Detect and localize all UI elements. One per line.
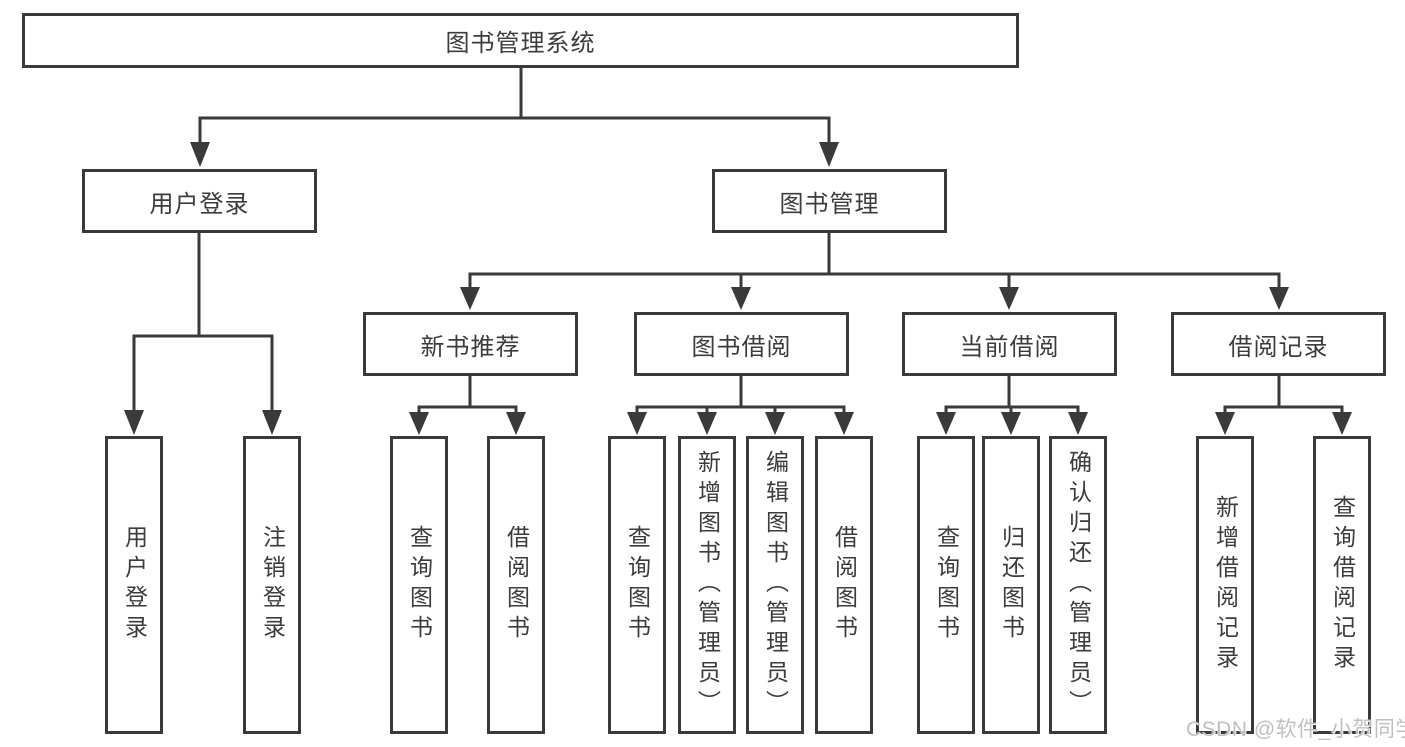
- leaf-add-books-admin: 新增图书（管理员）: [678, 436, 736, 734]
- leaf-query-books: 查询图书: [390, 436, 448, 734]
- leaf-logout: 注销登录: [243, 436, 301, 734]
- leaf-return-books: 归还图书: [982, 436, 1040, 734]
- node-new-book-recommend: 新书推荐: [363, 312, 578, 376]
- leaf-query-books: 查询图书: [917, 436, 975, 734]
- leaf-add-borrow-record: 新增借阅记录: [1196, 436, 1254, 734]
- leaf-query-borrow-record: 查询借阅记录: [1313, 436, 1371, 734]
- leaf-user-login: 用户登录: [105, 436, 163, 734]
- node-user-login: 用户登录: [82, 169, 317, 233]
- node-borrowing-records: 借阅记录: [1171, 312, 1386, 376]
- node-book-borrowing: 图书借阅: [634, 312, 849, 376]
- node-book-management: 图书管理: [712, 169, 947, 233]
- leaf-edit-books-admin: 编辑图书（管理员）: [746, 436, 804, 734]
- csdn-watermark: CSDN @软件_小贺同学: [1186, 718, 1405, 741]
- node-library-system: 图书管理系统: [22, 13, 1019, 68]
- leaf-borrow-books: 借阅图书: [487, 436, 545, 734]
- leaf-confirm-return-admin: 确认归还（管理员）: [1049, 436, 1107, 734]
- node-current-borrowing: 当前借阅: [902, 312, 1117, 376]
- leaf-query-books: 查询图书: [608, 436, 666, 734]
- leaf-borrow-books: 借阅图书: [815, 436, 873, 734]
- arrowheads: [124, 142, 1352, 435]
